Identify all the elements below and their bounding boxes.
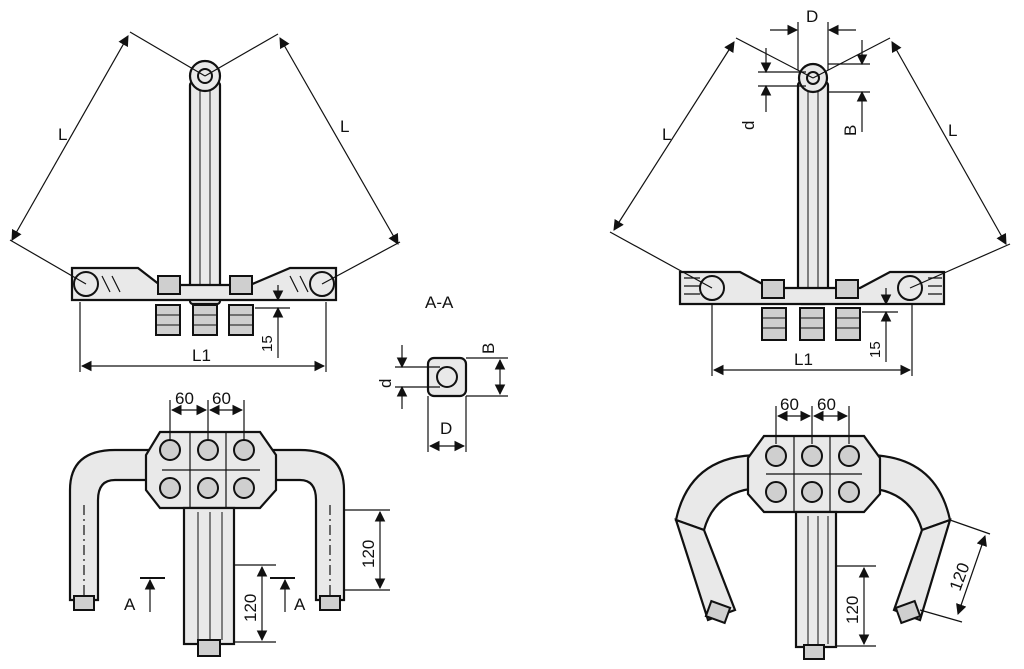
- right-view-L-right: L: [948, 121, 957, 140]
- section-mark-a-left: A: [124, 595, 136, 614]
- section-profile: [426, 356, 468, 398]
- right-base-bar: [678, 270, 946, 306]
- section-a-a: A-A d B D: [376, 293, 508, 452]
- section-d-label: d: [376, 379, 395, 388]
- dim-60-b-left: 60: [212, 389, 231, 408]
- dim-15-left: 15: [259, 335, 276, 352]
- dim-60-b-right: 60: [817, 395, 836, 414]
- right-view-L-left: L: [662, 125, 671, 144]
- top-B-label: B: [841, 125, 860, 136]
- top-d-label: d: [739, 121, 758, 130]
- left-base-bar: [70, 266, 338, 302]
- section-D-label: D: [440, 419, 452, 438]
- left-arm: [68, 448, 152, 602]
- left-stem: [188, 80, 222, 306]
- dim-120-arm-left: 120: [359, 540, 378, 568]
- right-plate-bolt-heads: [765, 445, 860, 503]
- dim-120-stem-right: 120: [843, 596, 862, 624]
- right-plan-stem: [794, 510, 838, 649]
- right-plan-view: 60 60 120 120: [674, 395, 991, 660]
- right-plan-right-arm: [892, 518, 952, 622]
- L1-label-left: L1: [192, 346, 211, 365]
- left-end-eye: [73, 271, 99, 297]
- right-stem: [796, 80, 830, 306]
- left-plan-view: 60 60 120 120 A A: [68, 389, 390, 657]
- right-end-eye: [309, 271, 335, 297]
- right-plan-left-arm: [674, 518, 737, 622]
- plan-stem: [182, 506, 236, 646]
- top-D-label: D: [806, 7, 818, 26]
- section-mark-a-right: A: [294, 595, 306, 614]
- section-title: A-A: [425, 293, 454, 312]
- dim-120-stem-left: 120: [241, 594, 260, 622]
- left-L-label: L: [58, 125, 67, 144]
- right-L-label: L: [340, 117, 349, 136]
- dim-15-right: 15: [867, 341, 884, 358]
- dim-60-a-right: 60: [780, 395, 799, 414]
- right-front-view: L L D d B L1 15: [609, 7, 1011, 376]
- left-bolts: [155, 275, 254, 336]
- dim-60-a-left: 60: [175, 389, 194, 408]
- section-B-label: B: [479, 343, 498, 354]
- right-bolts: [761, 279, 861, 341]
- L1-label-right: L1: [794, 350, 813, 369]
- left-front-view: L L L1 15: [9, 31, 401, 372]
- dim-120-arm-right: 120: [946, 560, 974, 593]
